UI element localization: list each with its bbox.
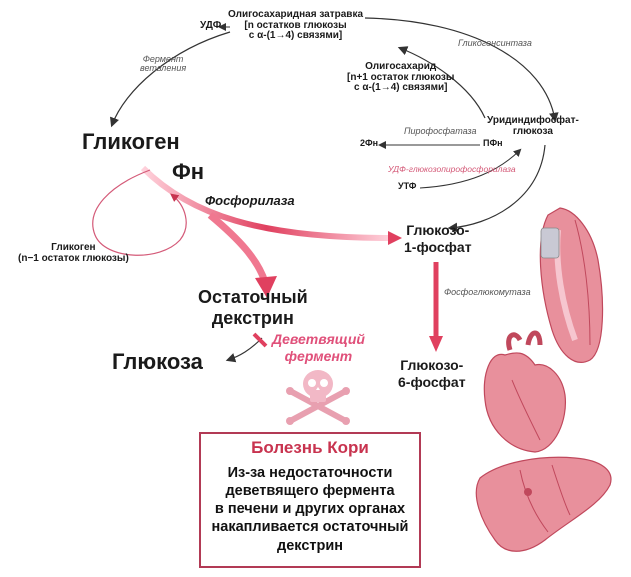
udf-label: УДФ xyxy=(200,20,222,31)
disease-description: Из-за недостаточности деветвящего фермен… xyxy=(211,465,409,554)
glucose-1-phosphate-label: Глюкозо- 1-фосфат xyxy=(404,222,472,255)
phosphorylase-arrow xyxy=(140,165,391,241)
cycle-arc-top xyxy=(364,17,559,123)
cycle-arc-left xyxy=(110,31,231,128)
disease-title: Болезнь Кори xyxy=(251,438,369,457)
utp-arc xyxy=(419,148,522,189)
g1p-to-g6p-head xyxy=(429,336,443,352)
phosphorylase-label: Фосфорилаза xyxy=(205,193,295,208)
skull-crossbones-icon xyxy=(286,370,350,425)
cycle-arc-right xyxy=(447,144,546,233)
phosphoglucomutase-label: Фосфоглюкомутаза xyxy=(444,287,531,297)
cycle-arc-mid xyxy=(397,46,486,119)
ppn-label: ПФн xyxy=(483,138,503,148)
udp-glucose-label: Уридиндифосфат- глюкоза xyxy=(487,115,579,137)
oligo-n1-label: Олигосахарид [n+1 остаток глюкозы с α-(1… xyxy=(347,61,455,93)
oligo-primer-label: Олигосахаридная затравка [n остатков глю… xyxy=(228,9,364,41)
cori-disease-box: Болезнь Кори Из-за недостаточности девет… xyxy=(199,432,421,568)
heart-icon xyxy=(483,330,567,453)
glucose-label: Глюкоза xyxy=(112,349,203,374)
phosphorylase-arrow-head xyxy=(388,231,402,245)
branching-enzyme-label: Фермент ветвления xyxy=(140,54,187,74)
liver-icon xyxy=(475,456,612,552)
to-dextrin-arrow xyxy=(207,212,269,284)
debranching-enzyme-label: Деветвящий фермент xyxy=(272,331,365,364)
glycogen-n1-label: Гликоген (n−1 остаток глюкозы) xyxy=(18,242,129,264)
glycogen-label: Гликоген xyxy=(82,129,180,154)
dextrin-to-glucose-arrow xyxy=(225,337,263,363)
two-pn-label: 2Фн xyxy=(360,138,379,148)
to-dextrin-arrow-head xyxy=(255,276,277,298)
muscle-icon xyxy=(539,207,604,363)
glycogen-synthase-label: Гликогенсинтаза xyxy=(458,38,532,48)
glucose-6-phosphate-label: Глюкозо- 6-фосфат xyxy=(398,357,466,390)
residual-dextrin-label: Остаточный декстрин xyxy=(198,287,308,328)
pyrophosphatase-label: Пирофосфатаза xyxy=(404,126,477,136)
glycogen-n1-loop xyxy=(92,169,187,256)
utp-label: УТФ xyxy=(398,181,417,191)
block-bar xyxy=(252,332,268,348)
phosphate-label: Фн xyxy=(172,159,205,184)
udp-glucose-pyrophosphorylase-label: УДФ-глюкозопирофосфорилаза xyxy=(388,164,516,174)
